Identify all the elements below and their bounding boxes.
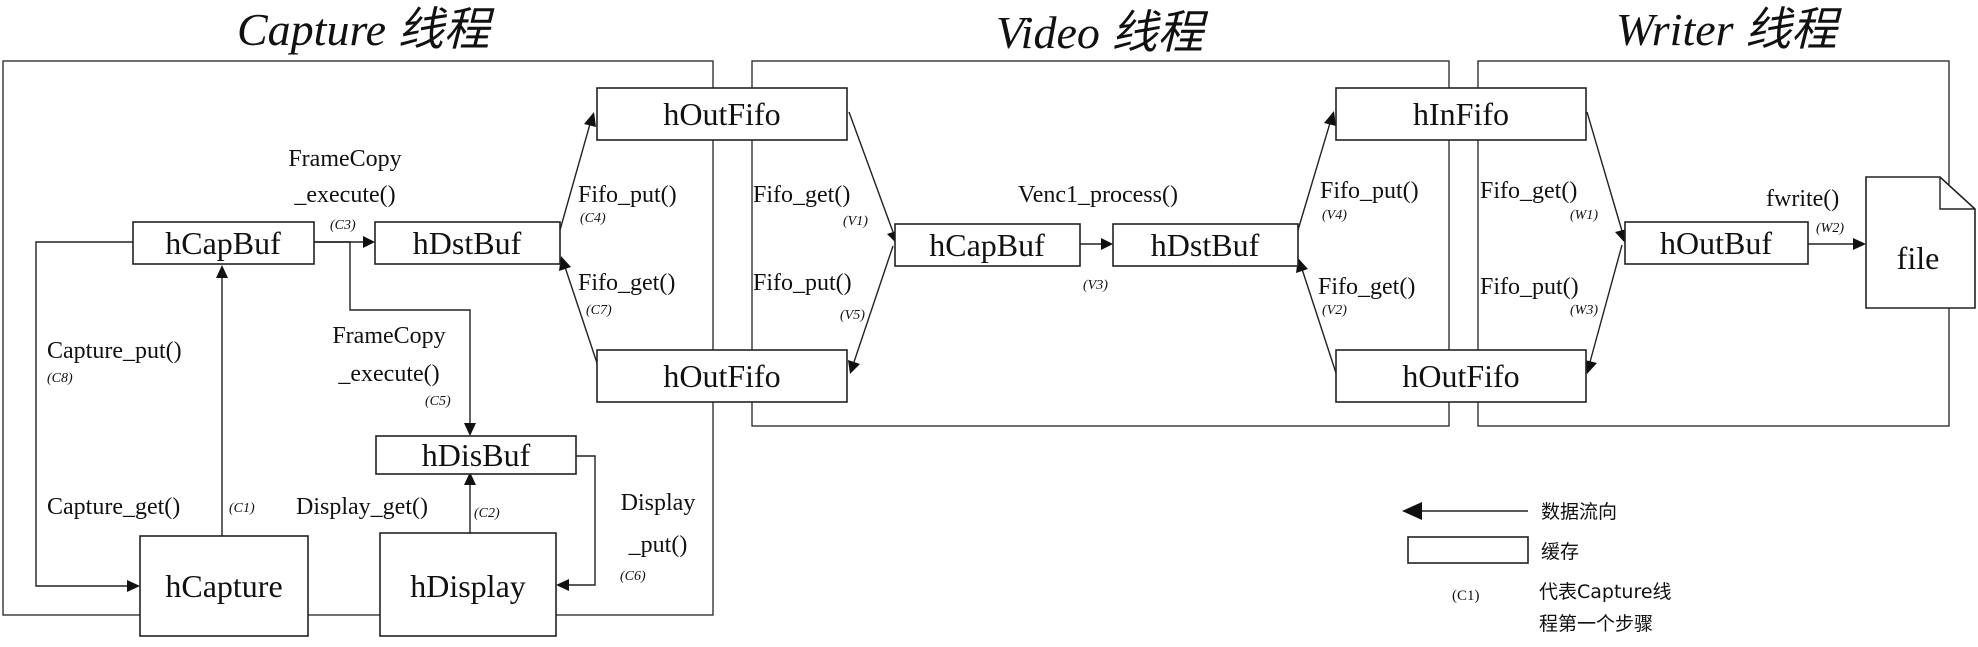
framecopy1-label-line1: FrameCopy [288,146,401,172]
step-w1: (W1) [1570,208,1598,223]
capture-put-label: Capture_put() [47,338,182,364]
fifo2-top-hinfifo: hInFifo [1336,88,1586,140]
legend-arrow-icon [1402,502,1422,520]
writer-thread-title: Writer 线程 [1616,4,1842,55]
legend-buffer-icon [1408,537,1528,563]
fifo1-top-houtfifo: hOutFifo [597,88,847,140]
legend-step-label-line1: 代表Capture线 [1539,581,1672,603]
legend-buffer-label: 缓存 [1541,541,1579,563]
file-document: file [1866,177,1975,308]
legend-step-symbol: (C1) [1452,588,1480,604]
file-label: file [1897,240,1940,276]
arrowhead [127,580,140,592]
edge-video-capbuf-to-outfifo [854,246,893,362]
display-put-label-line2: _put() [628,532,688,558]
buffer-label: hOutFifo [1402,358,1519,394]
arrowhead [464,423,476,436]
writer-fifo-put-label: Fifo_put() [1480,274,1579,300]
step-c5: (C5) [425,394,451,409]
arrowhead [1101,238,1113,250]
buffer-label: hCapBuf [165,225,281,261]
step-c1: (C1) [229,501,255,516]
framecopy2-label-line2: _execute() [337,361,439,387]
venc-process-label: Venc1_process() [1018,182,1178,208]
step-c8: (C8) [47,371,73,386]
capture-hcapture: hCapture [140,536,308,636]
step-v5: (V5) [840,308,865,323]
video-fifo-put-label: Fifo_put() [753,270,852,296]
step-v4: (V4) [1322,208,1347,223]
edge-capbuf-to-hcapture [36,242,133,586]
framecopy1-label-line2: _execute() [293,182,395,208]
step-w3: (W3) [1570,303,1598,318]
buffer-label: hInFifo [1413,96,1509,132]
capture-get-label: Capture_get() [47,494,180,520]
step-v2: (V2) [1322,303,1347,318]
capture-fifo-put-label: Fifo_put() [578,182,677,208]
video-fifo-put2-label: Fifo_put() [1320,178,1419,204]
capture-thread-title: Capture 线程 [237,4,495,55]
legend-arrow-label: 数据流向 [1541,501,1617,523]
step-c4: (C4) [580,211,606,226]
step-w2: (W2) [1816,221,1844,236]
buffer-label: hDisplay [410,568,526,604]
arrowhead [584,112,596,127]
buffer-label: hOutFifo [663,96,780,132]
capture-fifo-get-label: Fifo_get() [578,270,675,296]
buffer-label: hOutFifo [663,358,780,394]
writer-fifo-get-label: Fifo_get() [1480,178,1577,204]
fwrite-label: fwrite() [1766,186,1839,212]
capture-hdisplay: hDisplay [380,533,556,636]
step-c7: (C7) [586,303,612,318]
display-put-label-line1: Display [621,490,696,516]
arrowhead [216,265,228,278]
buffer-label: hDstBuf [1151,227,1260,263]
arrowhead [363,236,375,248]
arrowhead [1324,111,1336,126]
step-v3: (V3) [1083,278,1108,293]
buffer-label: hOutBuf [1660,225,1772,261]
arrowhead [1585,360,1597,374]
buffer-label: hDstBuf [413,225,522,261]
arrowhead [556,579,569,591]
arrowhead [1853,238,1866,250]
capture-hdisbuf: hDisBuf [376,436,576,474]
edge-disbuf-to-hdisplay [568,456,595,585]
video-fifo-get-label: Fifo_get() [753,182,850,208]
legend-step-label-line2: 程第一个步骤 [1539,613,1653,635]
capture-hdstbuf: hDstBuf [375,222,560,264]
step-c6: (C6) [620,569,646,584]
fifo2-bottom-houtfifo: hOutFifo [1336,350,1586,402]
step-v1: (V1) [843,214,868,229]
step-c3: (C3) [330,218,356,233]
video-hcapbuf: hCapBuf [895,224,1080,266]
framecopy2-label-line1: FrameCopy [332,323,445,349]
step-c2: (C2) [474,506,500,521]
legend: 数据流向 缓存 (C1) 代表Capture线 程第一个步骤 [1402,501,1672,635]
video-hdstbuf: hDstBuf [1113,224,1298,266]
display-get-label: Display_get() [296,494,428,520]
buffer-label: hCapture [165,568,282,604]
buffer-label: hCapBuf [929,227,1045,263]
video-fifo-get2-label: Fifo_get() [1318,274,1415,300]
writer-houtbuf: hOutBuf [1625,222,1808,264]
capture-hcapbuf: hCapBuf [133,222,314,264]
arrowhead [848,360,860,374]
fifo1-bottom-houtfifo: hOutFifo [597,350,847,402]
video-thread-title: Video 线程 [996,7,1208,58]
buffer-label: hDisBuf [422,437,531,473]
